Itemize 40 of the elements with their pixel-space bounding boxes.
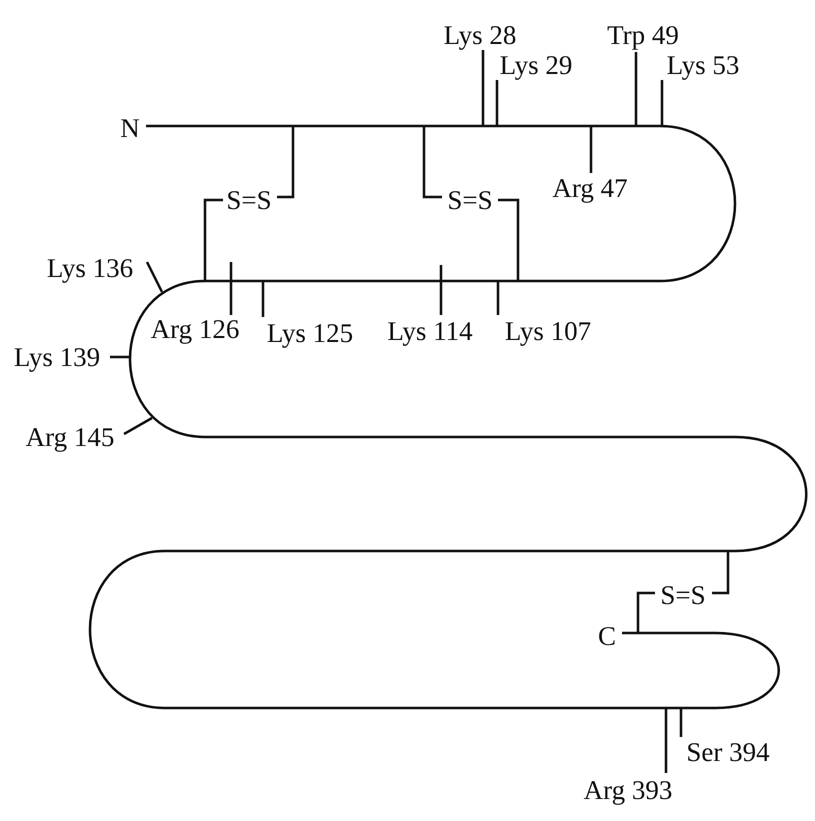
leader-line [230,262,232,315]
leader-line [634,52,638,126]
leader-line [498,198,520,281]
leader-line [636,592,655,633]
residue-label: Lys 29 [500,50,572,80]
leader-line [422,126,442,198]
leader-line [440,265,442,315]
terminus-label: C [598,622,616,650]
residue-label: Lys 125 [266,318,354,348]
leader-line [660,80,664,126]
residue-label: Lys 139 [14,342,100,372]
leader-line [123,416,153,436]
residue-label: Lys 136 [46,254,134,282]
leader-line [680,708,682,737]
disulfide-bond-label: S=S [447,186,493,214]
leader-line [262,281,264,317]
residue-label: Trp 49 [607,20,679,50]
polypeptide-chain [89,124,808,710]
leader-line [204,198,223,281]
residue-label: Ser 394 [686,738,770,766]
residue-label: Lys 114 [387,316,473,346]
leader-line [590,126,592,173]
leader-line [496,80,498,126]
residue-label: Arg 47 [552,174,628,202]
leader-line [496,281,500,315]
disulfide-bond-label: S=S [226,186,272,214]
residue-label: Lys 28 [444,20,516,50]
terminus-label: N [120,114,140,142]
leader-line [482,50,484,126]
disulfide-bond-label: S=S [660,580,706,610]
leader-line [110,356,131,358]
residue-label: Lys 53 [666,50,740,80]
residue-label: Lys 107 [504,316,592,346]
residue-label: Arg 393 [584,776,672,804]
leader-line [664,708,668,773]
residue-label: Arg 126 [150,314,240,344]
leader-line [277,126,294,198]
leader-line [146,261,164,293]
leader-line [712,551,730,594]
residue-label: Arg 145 [26,422,114,452]
